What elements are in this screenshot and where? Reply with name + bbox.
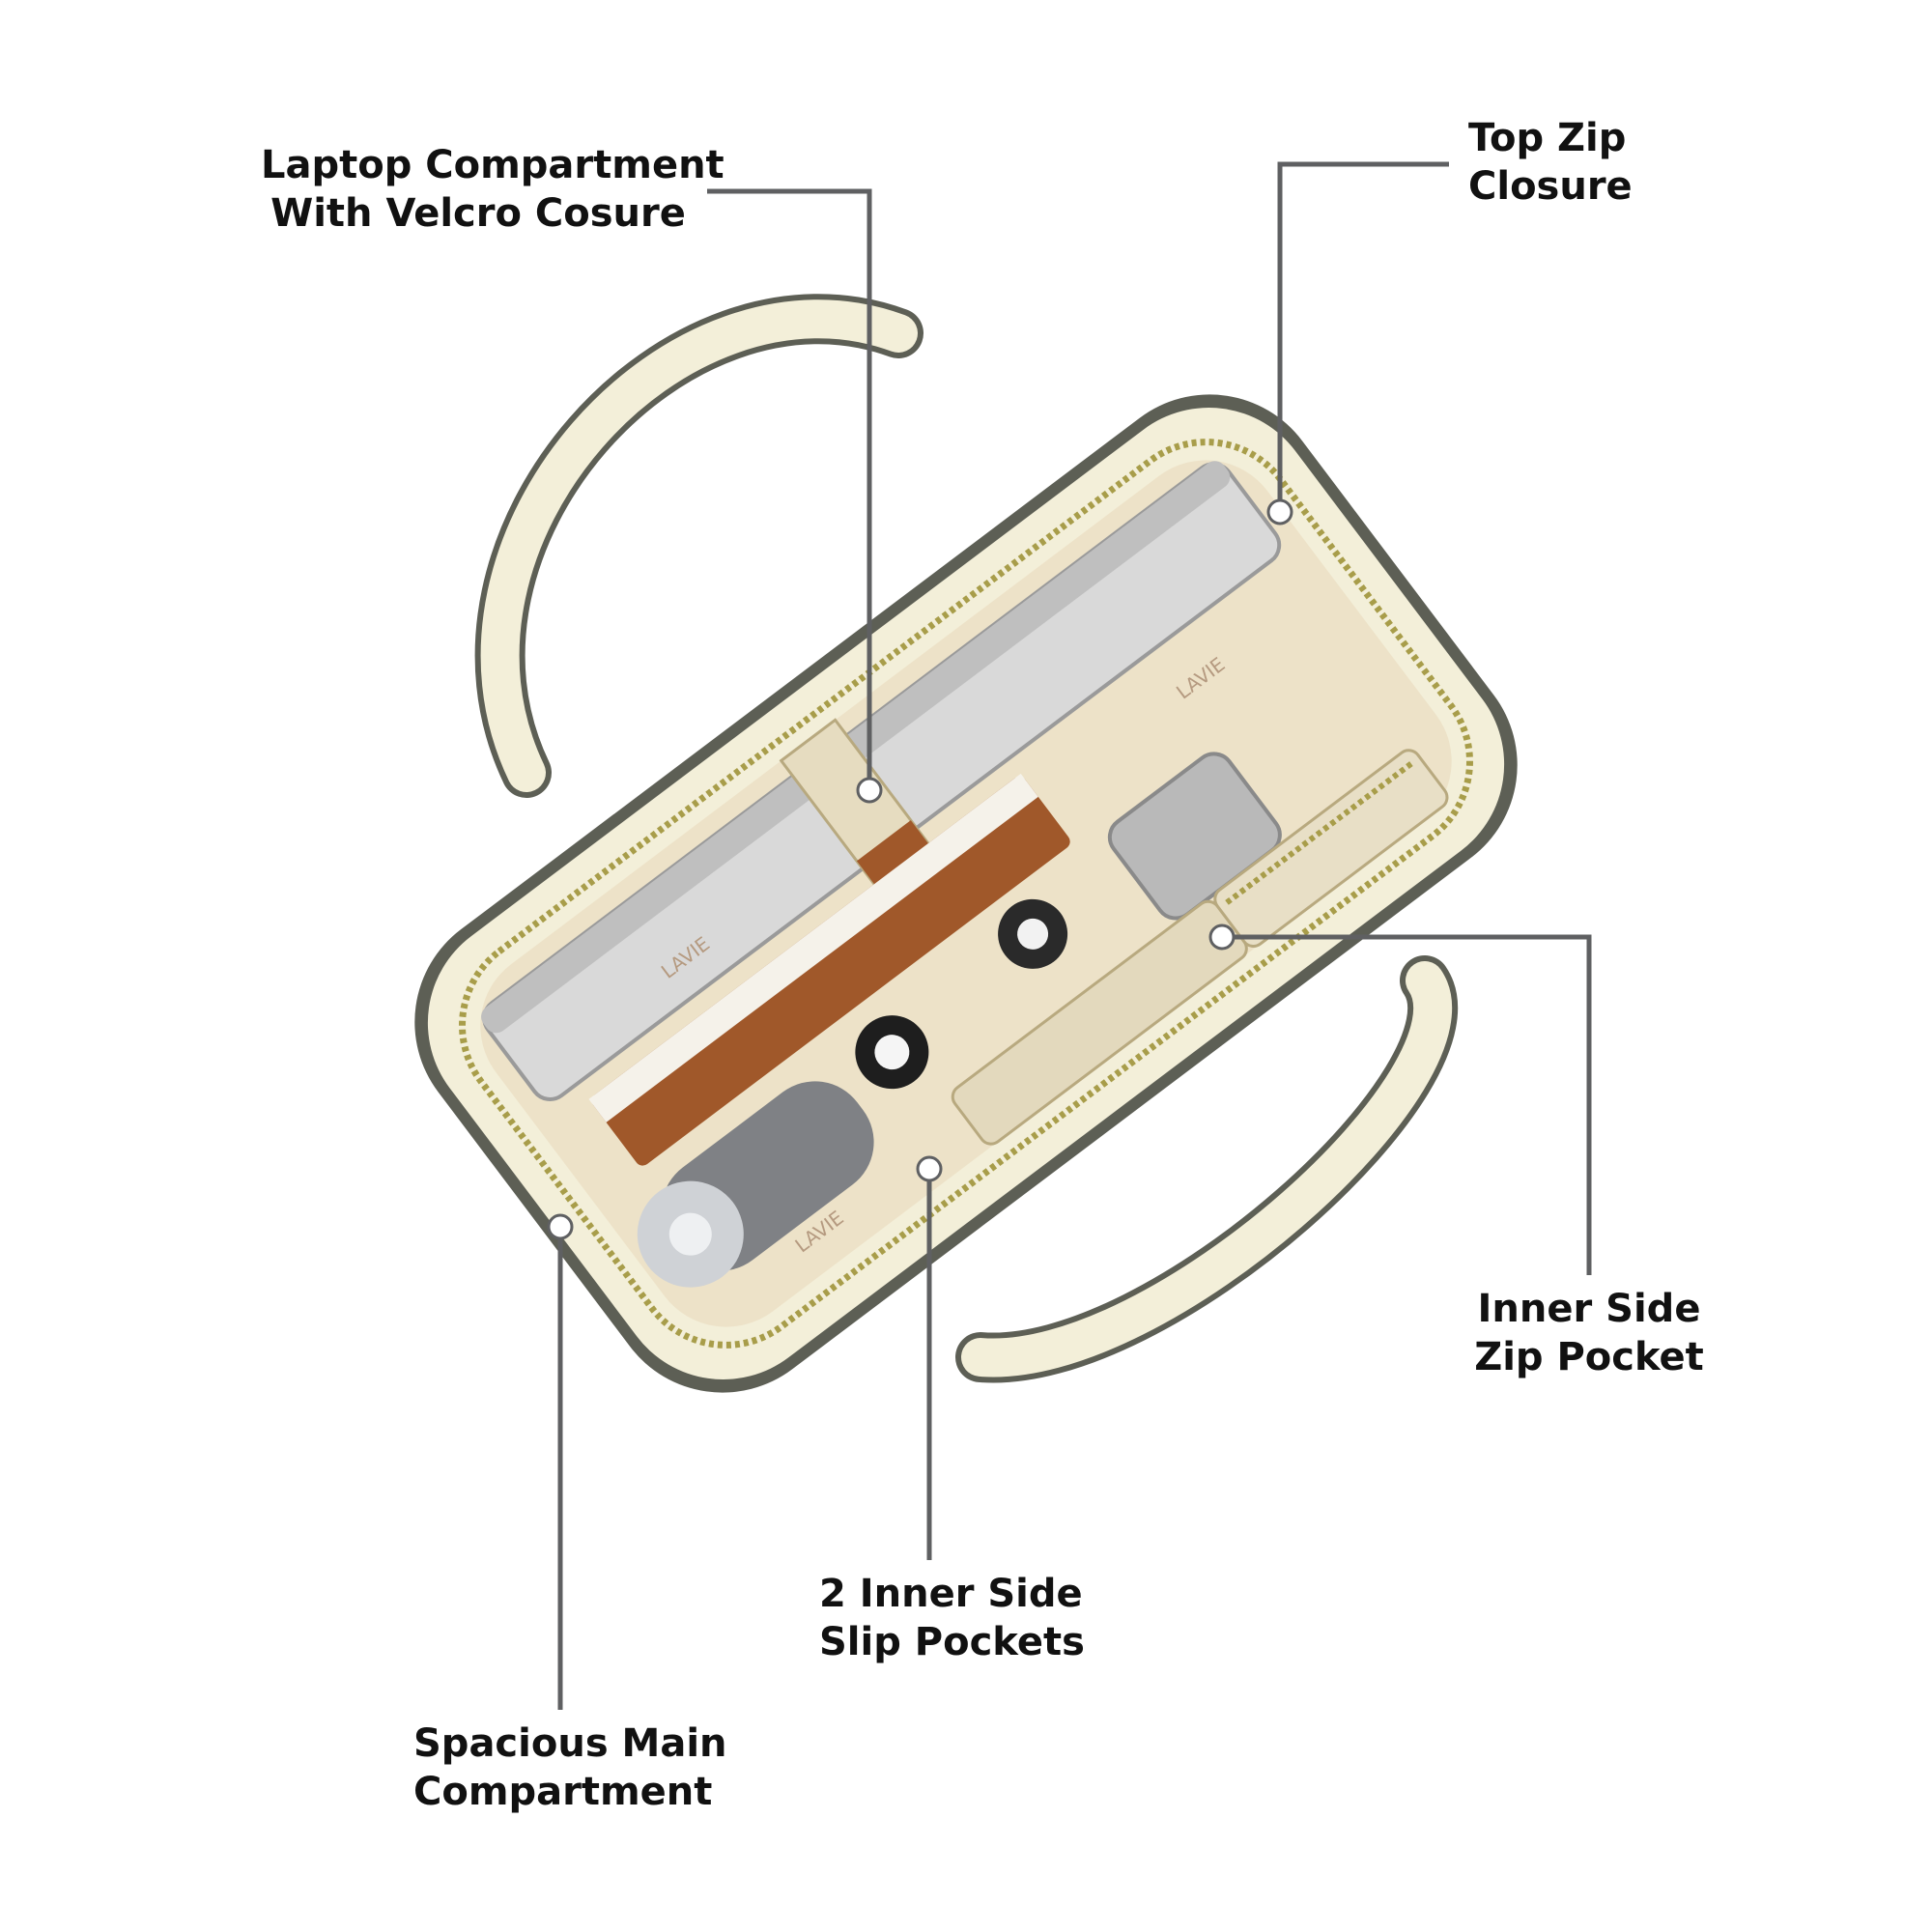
label-line: With Velcro Cosure <box>270 191 686 236</box>
leader-dot-inner-zip <box>1208 923 1236 951</box>
label-line: Top Zip <box>1468 116 1627 160</box>
label-line: Compartment <box>413 1770 713 1814</box>
label-line: Zip Pocket <box>1474 1335 1704 1379</box>
leader-dot-laptop <box>856 777 883 804</box>
handbag: LAVIE LAVIE LAVIE <box>414 294 1518 1393</box>
leader-line-inner-zip <box>1222 934 1592 1275</box>
label-line: Inner Side <box>1477 1287 1701 1331</box>
leader-line-laptop <box>707 188 872 790</box>
label-laptop-compartment: Laptop Compartment With Velcro Cosure <box>261 141 724 238</box>
leader-dots <box>547 498 1293 1240</box>
label-line: Spacious Main <box>413 1721 727 1766</box>
leader-lines <box>557 161 1592 1710</box>
label-line: Laptop Compartment <box>261 143 724 187</box>
label-inner-slip-pockets: 2 Inner Side Slip Pockets <box>819 1570 1085 1666</box>
label-inner-side-zip-pocket: Inner Side Zip Pocket <box>1459 1285 1719 1381</box>
label-line: 2 Inner Side <box>819 1572 1083 1616</box>
notebook <box>591 777 1070 1166</box>
label-line: Closure <box>1468 164 1633 209</box>
label-main-compartment: Spacious Main Compartment <box>413 1719 727 1816</box>
leader-dot-slip-pockets <box>916 1155 943 1182</box>
inner-zip-pocket <box>1213 749 1449 949</box>
leader-dot-top-zip <box>1266 498 1293 526</box>
label-top-zip-closure: Top Zip Closure <box>1468 114 1633 211</box>
leader-line-top-zip <box>1277 161 1449 512</box>
leader-dot-main <box>547 1213 574 1240</box>
label-line: Slip Pockets <box>819 1620 1085 1664</box>
